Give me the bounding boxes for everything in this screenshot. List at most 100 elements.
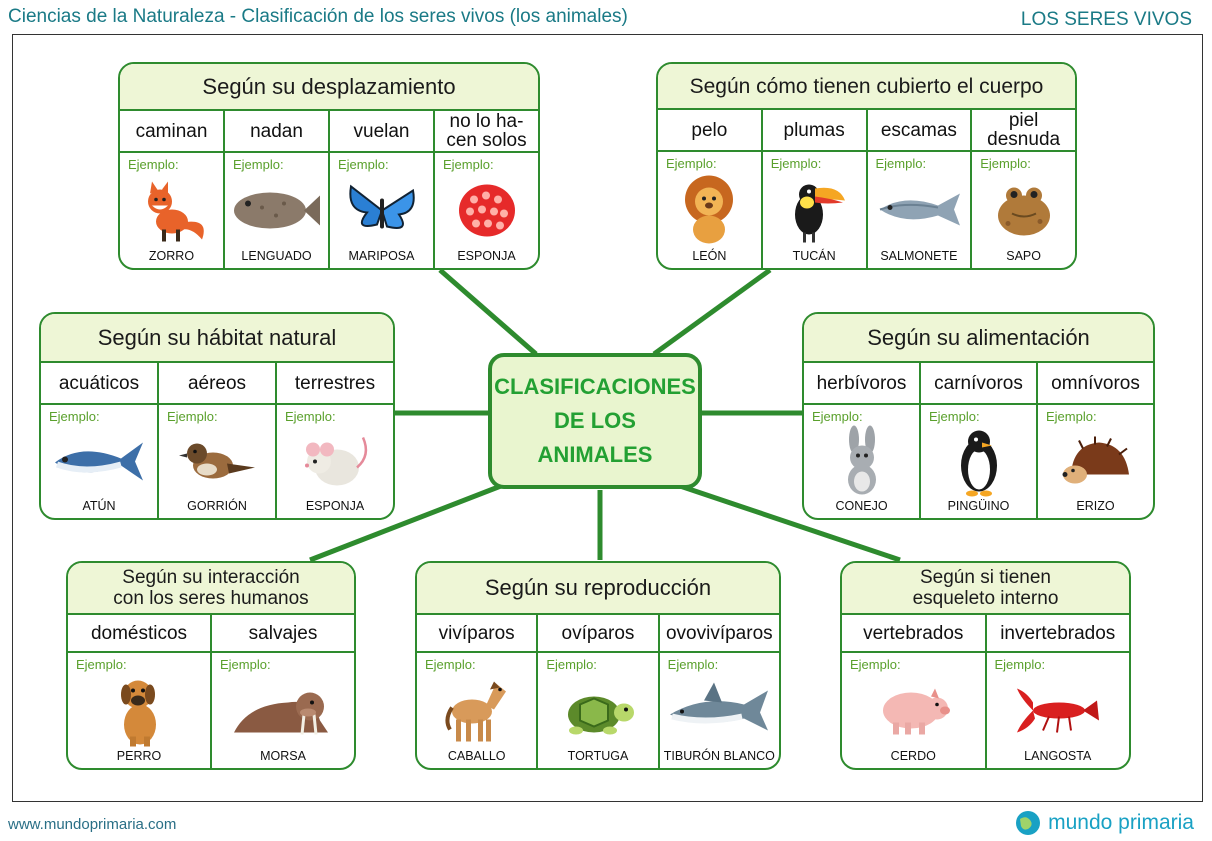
example-label: Ejemplo: — [128, 157, 179, 172]
globe-icon — [1016, 811, 1041, 835]
brand-logo: mundo primaria — [1014, 809, 1194, 837]
example-name: TUCÁN — [792, 249, 836, 263]
horse-icon — [442, 675, 512, 750]
example-cell: Ejemplo: CONEJO — [804, 405, 919, 518]
butterfly-icon — [347, 180, 417, 245]
category-label: nadan — [225, 111, 328, 153]
example-name: ZORRO — [148, 249, 195, 263]
example-cell: Ejemplo: ZORRO — [120, 153, 223, 268]
lion-icon — [676, 174, 742, 251]
example-cell: Ejemplo: PINGÜINO — [921, 405, 1036, 518]
example-name: GORRIÓN — [187, 499, 247, 513]
hedgehog-icon — [1059, 434, 1133, 493]
example-label: Ejemplo: — [167, 409, 218, 424]
example-label: Ejemplo: — [929, 409, 980, 424]
category-label: invertebrados — [986, 615, 1129, 653]
toad-icon — [992, 180, 1056, 245]
example-name: ESPONJA — [457, 249, 516, 263]
example-name: CONEJO — [835, 499, 888, 513]
example-cell: Ejemplo:LANGOSTA — [987, 653, 1130, 768]
example-name: TORTUGA — [567, 749, 629, 763]
example-name: SAPO — [1006, 249, 1041, 263]
box-title: Según su desplazamiento — [120, 64, 538, 111]
example-cell: Ejemplo: ATÚN — [41, 405, 157, 518]
example-label: Ejemplo: — [285, 409, 336, 424]
category-label: plumas — [762, 110, 866, 152]
example-name: CERDO — [890, 749, 936, 763]
example-cell: Ejemplo:TIBURÓN BLANCO — [660, 653, 779, 768]
example-label: Ejemplo: — [875, 156, 927, 171]
fish-icon — [874, 188, 964, 237]
example-label: Ejemplo: — [338, 157, 389, 172]
example-cell: Ejemplo: MARIPOSA — [330, 153, 433, 268]
example-name: SALMONETE — [880, 249, 958, 263]
connector-line — [679, 483, 901, 563]
example-label: Ejemplo: — [443, 157, 494, 172]
example-cell: Ejemplo: CERDO — [842, 653, 985, 768]
pig-icon — [873, 682, 953, 743]
category-label: terrestres — [277, 363, 393, 405]
category-label: herbívoros — [804, 363, 919, 405]
brand-name: mundo primaria — [1048, 811, 1194, 834]
example-label: Ejemplo: — [812, 409, 863, 424]
category-label: omnívoros — [1038, 363, 1153, 405]
example-label: Ejemplo: — [49, 409, 100, 424]
category-label: pelo — [658, 110, 761, 152]
example-label: Ejemplo: — [220, 657, 271, 672]
example-cell: Ejemplo:PERRO — [68, 653, 210, 768]
category-label: vivíparos — [417, 615, 537, 653]
rabbit-icon — [837, 425, 887, 502]
example-name: CABALLO — [447, 749, 506, 763]
mouse-icon — [297, 431, 373, 496]
tuna-icon — [51, 438, 147, 489]
example-cell: Ejemplo:LEÓN — [658, 152, 761, 268]
example-label: Ejemplo: — [76, 657, 127, 672]
example-cell: Ejemplo:CABALLO — [417, 653, 536, 768]
category-label: aéreos — [159, 363, 275, 405]
example-name: TIBURÓN BLANCO — [663, 749, 775, 763]
example-name: ATÚN — [82, 499, 116, 513]
example-cell: Ejemplo: SALMONETE — [868, 152, 971, 268]
classification-box: Según su interacción con los seres human… — [66, 561, 356, 770]
category-label: salvajes — [212, 615, 354, 653]
example-label: Ejemplo: — [666, 156, 717, 171]
connector-line — [438, 268, 538, 356]
turtle-icon — [558, 682, 638, 743]
example-name: LENGUADO — [241, 249, 312, 263]
center-title: CLASIFICACIONES DE LOS ANIMALES — [488, 353, 702, 489]
box-title: Según si tienen esqueleto interno — [842, 563, 1129, 615]
example-label: Ejemplo: — [850, 657, 901, 672]
box-title: Según su interacción con los seres human… — [68, 563, 354, 615]
example-name: MORSA — [260, 749, 306, 763]
example-cell: Ejemplo:LENGUADO — [225, 153, 328, 268]
box-title: Según su hábitat natural — [41, 314, 393, 363]
category-label: carnívoros — [921, 363, 1036, 405]
example-name: MARIPOSA — [348, 249, 415, 263]
box-title: Según cómo tienen cubierto el cuerpo — [658, 64, 1075, 110]
example-cell: Ejemplo:ESPONJA — [277, 405, 393, 518]
example-name: LANGOSTA — [1024, 749, 1092, 763]
sparrow-icon — [177, 433, 257, 494]
example-cell: Ejemplo: MORSA — [212, 653, 354, 768]
sponge-icon — [456, 181, 518, 244]
box-title: Según su reproducción — [417, 563, 779, 615]
example-name: PINGÜINO — [947, 499, 1010, 513]
example-label: Ejemplo: — [770, 156, 822, 171]
category-label: escamas — [867, 110, 971, 152]
